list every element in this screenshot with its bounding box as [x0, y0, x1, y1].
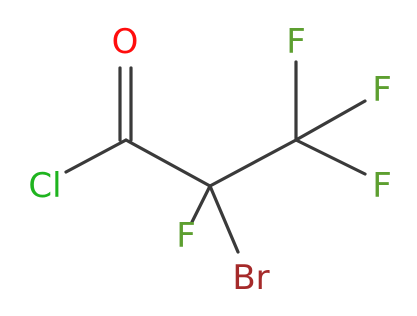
- atom-bromine: Br: [232, 258, 269, 298]
- bond-c2-br: [208, 184, 240, 254]
- bond-c2-c3: [208, 138, 298, 188]
- atom-fluorine-lower-right: F: [372, 166, 392, 206]
- atom-fluorine-right: F: [372, 70, 392, 110]
- atom-oxygen: O: [112, 22, 139, 62]
- bond-c3-f-right: [294, 99, 367, 142]
- atom-fluorine-bottom: F: [176, 216, 196, 256]
- atom-fluorine-top: F: [286, 22, 306, 62]
- bond-c3-f-lower-right: [294, 138, 367, 176]
- bond-c2-f: [190, 184, 212, 224]
- atom-labels: O Cl F F F F Br: [28, 22, 391, 298]
- bond-c1-c2: [124, 138, 212, 188]
- bond-c-cl: [64, 138, 128, 174]
- atom-chlorine: Cl: [28, 166, 61, 206]
- bonds: [64, 60, 367, 254]
